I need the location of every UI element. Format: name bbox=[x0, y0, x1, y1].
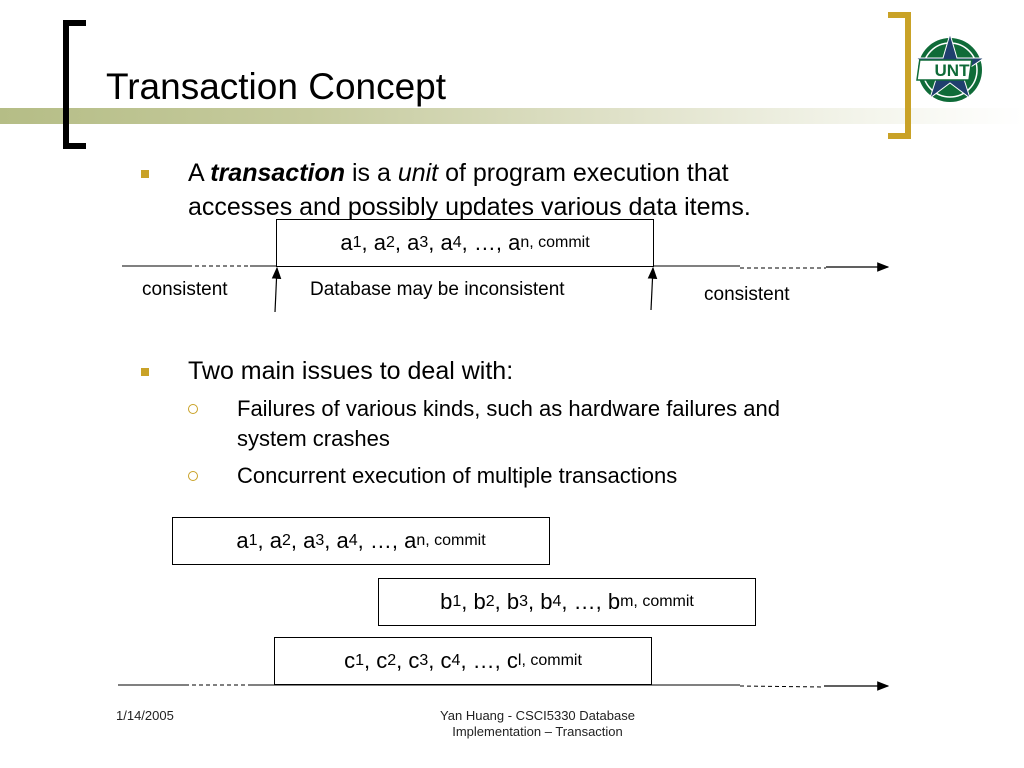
footer-line2: Implementation – Transaction bbox=[452, 724, 623, 739]
sub-bullet-circle-icon bbox=[188, 471, 198, 481]
bullet2-text: Two main issues to deal with: bbox=[188, 357, 514, 385]
consistent-label-right: consistent bbox=[704, 284, 790, 305]
unt-logo: UNT bbox=[914, 32, 986, 102]
bullet-square-icon bbox=[141, 368, 149, 376]
footer-date: 1/14/2005 bbox=[116, 708, 174, 723]
right-bracket-decoration bbox=[888, 12, 911, 139]
title-underline-bar bbox=[0, 108, 1024, 124]
left-bracket-decoration bbox=[63, 20, 86, 149]
sub-bullet-circle-icon bbox=[188, 404, 198, 414]
logo-text: UNT bbox=[935, 61, 971, 80]
footer-line1: Yan Huang - CSCI5330 Database bbox=[440, 708, 635, 723]
sub-bullet2-text: Concurrent execution of multiple transac… bbox=[237, 463, 678, 488]
bullet-square-icon bbox=[141, 170, 149, 178]
bullet1-line1: A transaction is a unit of program execu… bbox=[188, 159, 729, 187]
sub-bullet1-line2: system crashes bbox=[237, 426, 390, 451]
bullet1-line2: accesses and possibly updates various da… bbox=[188, 193, 751, 221]
sub-bullet1-line1: Failures of various kinds, such as hardw… bbox=[237, 396, 780, 421]
consistent-label-left: consistent bbox=[142, 279, 228, 300]
slide-title: Transaction Concept bbox=[106, 66, 447, 107]
inconsistent-label: Database may be inconsistent bbox=[310, 279, 565, 300]
